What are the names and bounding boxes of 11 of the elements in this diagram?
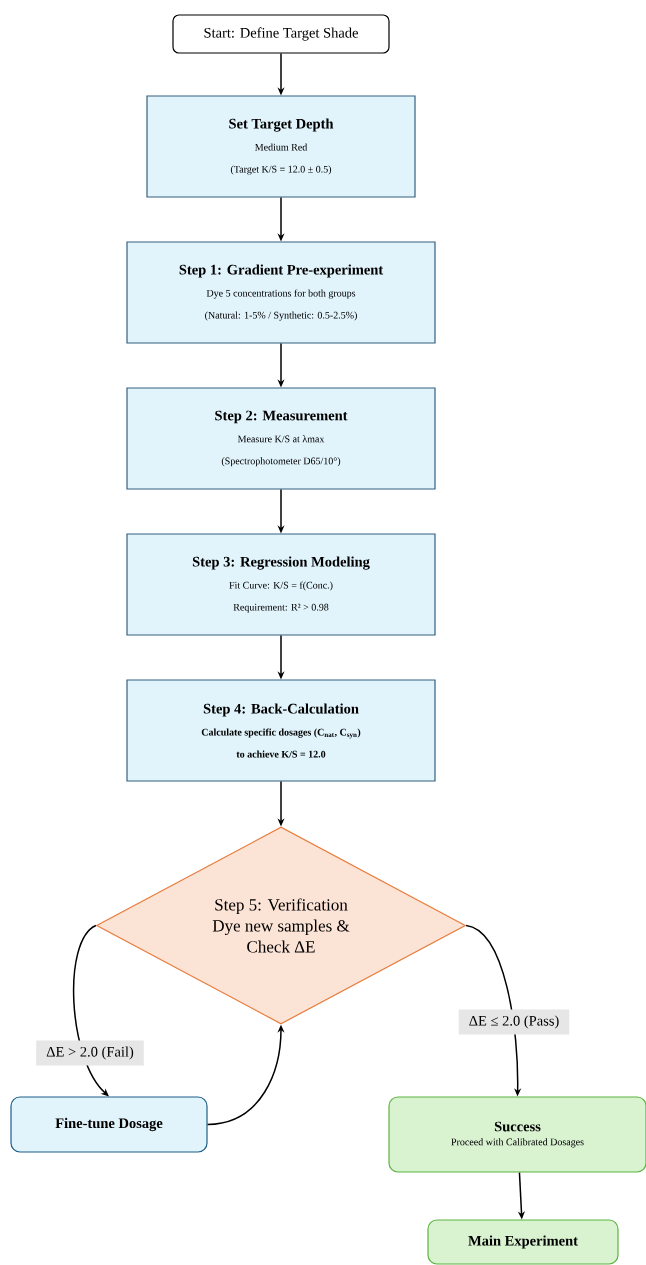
terminal-box: Success Proceed with Calibrated Dosages	[388, 1096, 646, 1173]
edge-label: ΔE > 2.0 (Fail)	[36, 1040, 144, 1066]
edge-label: ΔE ≤ 2.0 (Pass)	[458, 1009, 570, 1035]
start-box: Start: Define Target Shade	[172, 14, 390, 54]
process-box: Step 2: Measurement Measure K/S at λmax (Spectrophotometer D65/10°)	[126, 387, 436, 490]
terminal-box: Main Experiment	[427, 1219, 619, 1265]
process-box: Step 1: Gradient Pre-experiment Dye 5 concentrations for both groups (Natural: 1-5% / Synthetic: 0.5-2.5%)	[126, 241, 436, 344]
process-box: Fine-tune Dosage	[10, 1096, 208, 1153]
process-box: Step 3: Regression Modeling Fit Curve: K/S = f(Conc.) Requirement: R² > 0.98	[126, 533, 436, 636]
process-box: Step 4: Back-Calculation Calculate specific dosages (C$_{nat}$, C$_{syn}$) to achieve K/S = 12.0	[126, 679, 436, 782]
process-box: Set Target Depth Medium Red (Target K/S = 12.0 ± 0.5)	[146, 95, 416, 198]
